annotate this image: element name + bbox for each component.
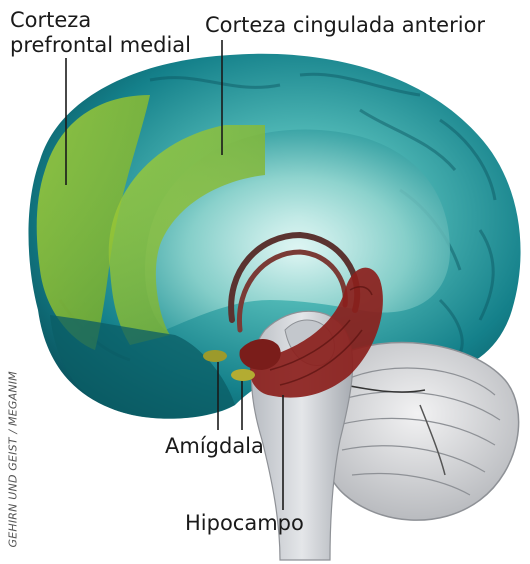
label-anterior-cingulate-cortex: Corteza cingulada anterior [205,13,485,38]
image-credit: GEHIRN UND GEIST / MEGANIM [7,398,20,548]
label-medial-prefrontal-cortex: Corteza prefrontal medial [10,8,191,58]
label-mpfc-line1: Corteza [10,8,191,33]
amygdala-right [231,369,255,381]
label-amygdala: Amígdala [165,434,264,459]
label-mpfc-line2: prefrontal medial [10,33,191,58]
amygdala-left [203,350,227,362]
label-hippocampus: Hipocampo [185,511,304,536]
